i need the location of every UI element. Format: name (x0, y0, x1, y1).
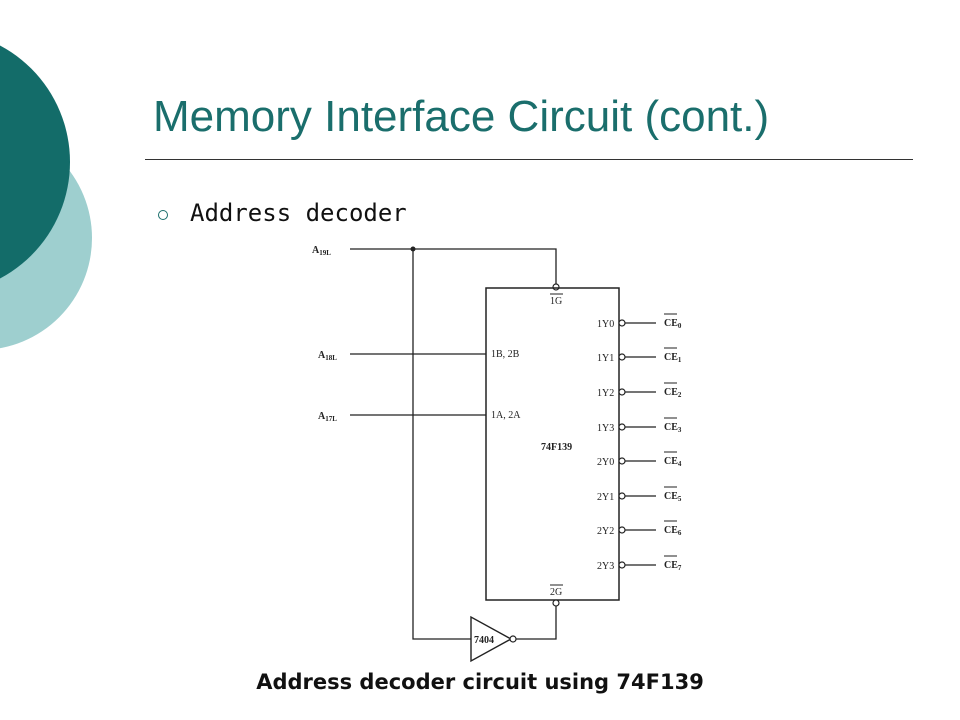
input-a-label: 1A, 2A (491, 410, 521, 421)
a19l-wire (350, 248, 557, 284)
input-label-a17l: A17L (318, 411, 337, 423)
output-bubble (618, 353, 626, 361)
output-bubble (618, 319, 626, 327)
input-label-a19l: A19L (312, 245, 331, 257)
output-signal-label: CE3 (664, 422, 682, 434)
output-pin-label: 2Y0 (597, 457, 614, 468)
output-signal-label: CE5 (664, 491, 682, 503)
output-signal-label: CE4 (664, 456, 682, 468)
output-bubble (618, 561, 626, 569)
output-2y1: 2Y1 CE5 (597, 486, 682, 503)
input-b-label: 1B, 2B (491, 349, 520, 360)
output-signal-label: CE2 (664, 387, 682, 399)
chip-name: 74F139 (541, 442, 572, 453)
output-1y1: 1Y1 CE1 (597, 347, 682, 364)
enable-2-label: 2G (550, 587, 562, 598)
inverter-label: 7404 (474, 635, 494, 646)
bullet-icon (158, 210, 168, 220)
output-pin-label: 1Y3 (597, 423, 614, 434)
inverter-output-wire (516, 606, 557, 640)
output-signal-label: CE7 (664, 560, 682, 572)
input-label-a18l: A18L (318, 350, 337, 362)
inverter-gate (470, 615, 513, 663)
dark-teal-circle (0, 45, 70, 279)
output-pin-label: 1Y0 (597, 319, 614, 330)
output-bubble (618, 526, 626, 534)
output-1y2: 1Y2 CE2 (597, 382, 682, 399)
output-pin-label: 1Y1 (597, 353, 614, 364)
output-1y3: 1Y3 CE3 (597, 417, 682, 434)
slide-title: Memory Interface Circuit (cont.) (153, 92, 770, 141)
figure-caption: Address decoder circuit using 74F139 (256, 670, 704, 694)
output-signal-label: CE6 (664, 525, 682, 537)
output-pin-label: 2Y2 (597, 526, 614, 537)
output-bubble (618, 492, 626, 500)
output-signal-label: CE0 (664, 318, 682, 330)
a19l-branch-wire (412, 249, 471, 640)
output-2y2: 2Y2 CE6 (597, 520, 682, 537)
output-pin-label: 2Y1 (597, 492, 614, 503)
output-2y3: 2Y3 CE7 (597, 555, 682, 572)
enable-2-bubble (552, 599, 560, 607)
decorative-circles (0, 45, 92, 349)
inverter-bubble (509, 635, 517, 643)
output-bubble (618, 388, 626, 396)
enable-1-bubble (552, 283, 560, 291)
title-divider (145, 159, 913, 160)
chip-body (485, 287, 620, 601)
output-pin-label: 1Y2 (597, 388, 614, 399)
output-pin-label: 2Y3 (597, 561, 614, 572)
bullet-text: Address decoder (190, 199, 407, 227)
output-bubble (618, 423, 626, 431)
output-bubble (618, 457, 626, 465)
output-signal-label: CE1 (664, 352, 682, 364)
output-1y0: 1Y0 CE0 (597, 313, 682, 330)
enable-1-label: 1G (550, 296, 562, 307)
output-2y0: 2Y0 CE4 (597, 451, 682, 468)
